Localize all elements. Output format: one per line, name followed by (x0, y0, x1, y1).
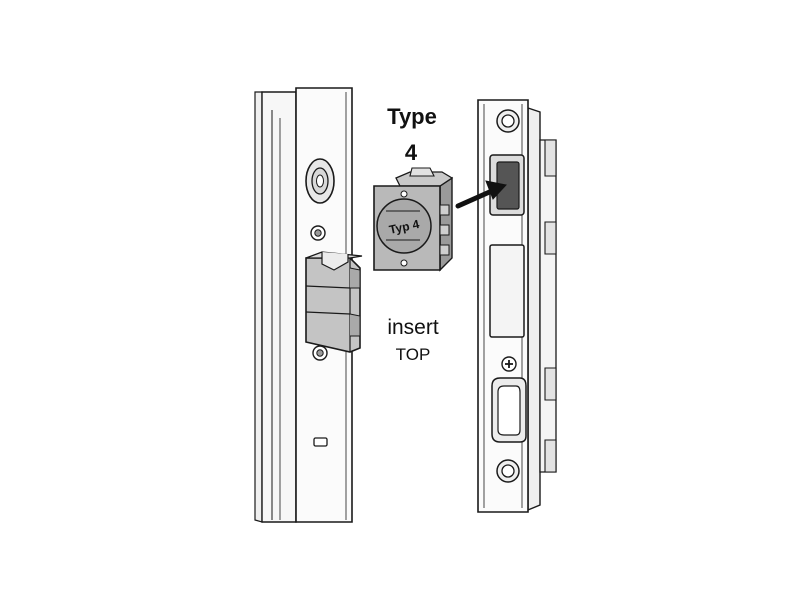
right-rail-profile (527, 107, 541, 512)
type-heading: Type (387, 104, 437, 129)
left-rail-depth (254, 91, 263, 523)
screw-lower-left (312, 345, 328, 361)
instruction-top: TOP (396, 345, 431, 364)
instruction-insert: insert (387, 316, 439, 339)
latch-opening (491, 377, 527, 443)
right-frame-rail (477, 99, 557, 513)
type-4-insert: Typ 4 (373, 167, 454, 272)
screw-bottom-right (496, 459, 520, 483)
insert-type-label: Typ 4 (388, 217, 421, 237)
oval-recess (305, 158, 335, 204)
right-rail-opening (489, 244, 525, 338)
type-number: 4 (405, 140, 418, 165)
insert-direction-arrow (455, 180, 507, 209)
screw-upper-left (310, 225, 326, 241)
left-frame-rail (254, 87, 363, 523)
left-rail-profile (261, 91, 297, 523)
strike-keeper (305, 251, 363, 353)
left-rail-slot (313, 437, 328, 447)
screw-top-right (496, 109, 520, 133)
cross-screw (501, 356, 517, 372)
